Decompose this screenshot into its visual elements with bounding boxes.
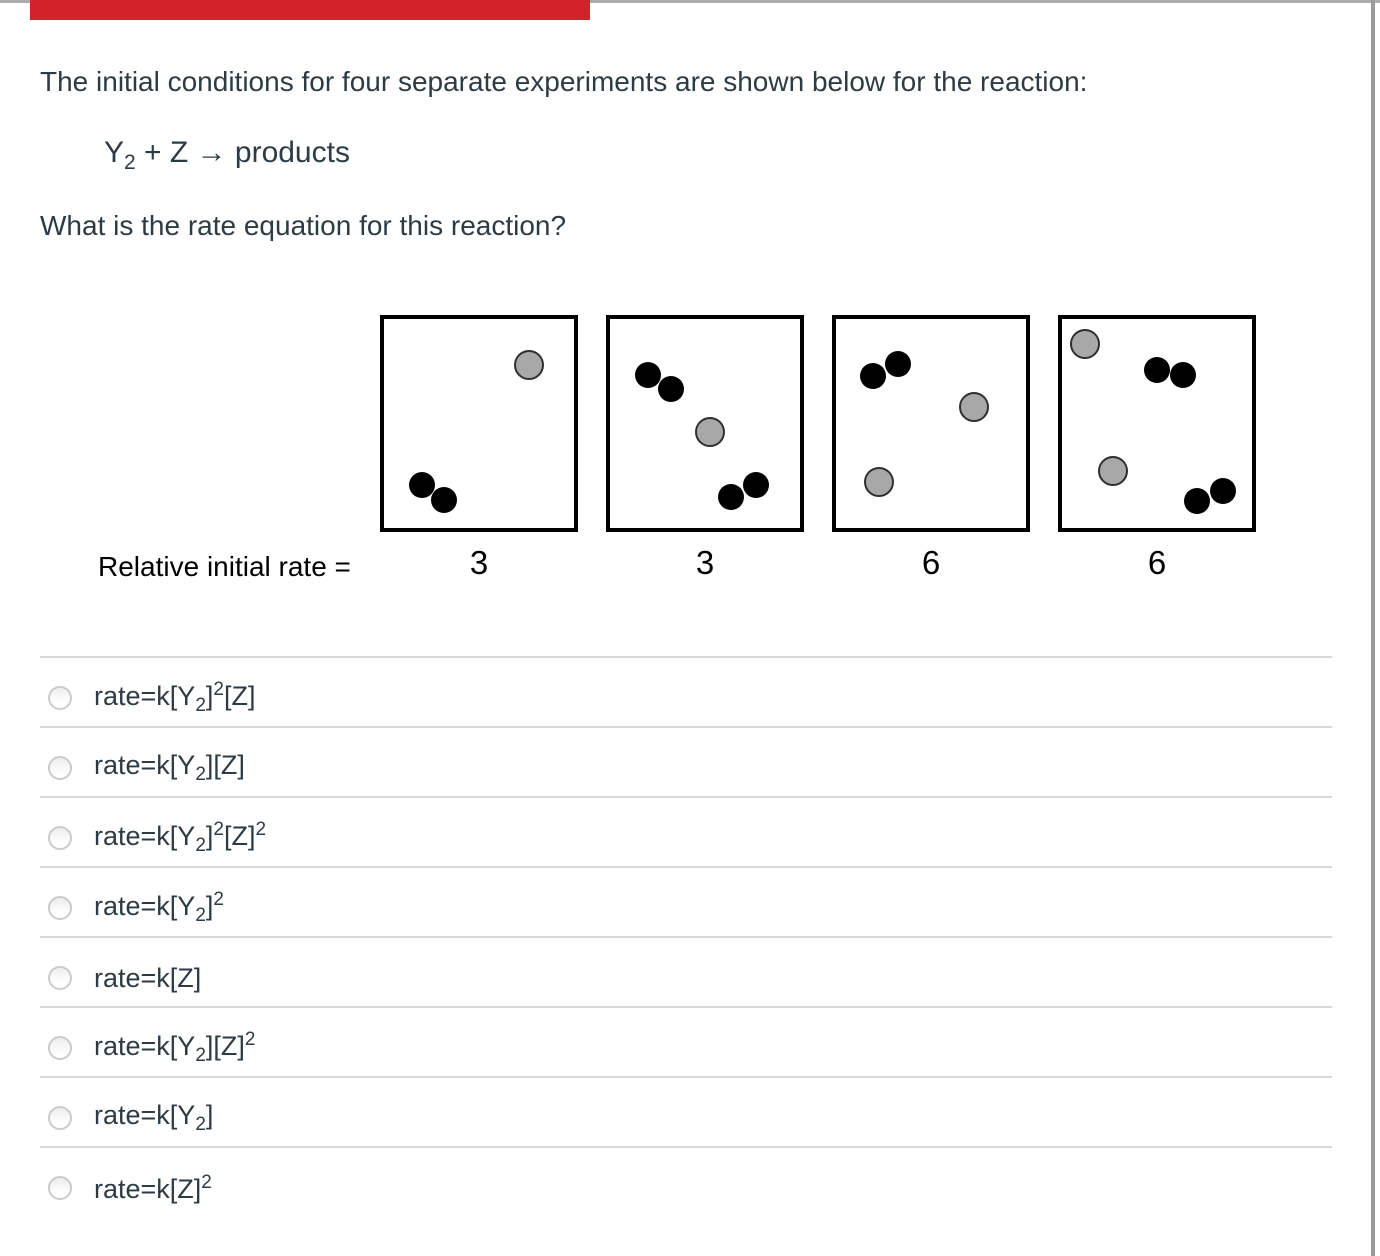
answer-option-label[interactable]: rate=k[Y2]2[Z]2 bbox=[94, 819, 267, 856]
answer-option-label[interactable]: rate=k[Y2]2 bbox=[94, 889, 224, 926]
y2-molecule-atom bbox=[658, 376, 684, 402]
y2-molecule-atom bbox=[431, 487, 457, 513]
y2-molecule-atom bbox=[409, 472, 435, 498]
y2-molecule-atom bbox=[1184, 488, 1210, 514]
answer-option-row[interactable]: rate=k[Y2] bbox=[40, 1076, 1332, 1146]
experiment-box bbox=[606, 315, 804, 532]
experiment-boxes: 3 3 6 6 bbox=[380, 315, 1256, 582]
reaction-equation: Y2 + Z → products bbox=[104, 136, 350, 174]
y2-molecule-atom bbox=[635, 362, 661, 388]
answer-option-row[interactable]: rate=k[Y2][Z] bbox=[40, 726, 1332, 796]
radio-button-icon[interactable] bbox=[48, 1036, 72, 1060]
radio-button-icon[interactable] bbox=[48, 1176, 72, 1200]
z-atom bbox=[1098, 456, 1128, 486]
top-border-line bbox=[0, 0, 1380, 3]
z-atom bbox=[1070, 329, 1100, 359]
y2-molecule-atom bbox=[743, 472, 769, 498]
radio-button-icon[interactable] bbox=[48, 756, 72, 780]
y2-molecule-atom bbox=[1170, 362, 1196, 388]
answer-option-label[interactable]: rate=k[Y2]2[Z] bbox=[94, 679, 256, 716]
answer-option-row[interactable]: rate=k[Y2]2 bbox=[40, 866, 1332, 936]
answer-option-label[interactable]: rate=k[Y2][Z]2 bbox=[94, 1029, 256, 1066]
experiment-box bbox=[1058, 315, 1256, 532]
radio-button-icon[interactable] bbox=[48, 826, 72, 850]
progress-bar bbox=[30, 0, 590, 20]
z-atom bbox=[695, 417, 725, 447]
question-intro-text: The initial conditions for four separate… bbox=[40, 66, 1088, 97]
z-atom bbox=[514, 350, 544, 380]
radio-button-icon[interactable] bbox=[48, 896, 72, 920]
radio-button-icon[interactable] bbox=[48, 966, 72, 990]
y2-molecule-atom bbox=[718, 484, 744, 510]
answer-option-row[interactable]: rate=k[Y2][Z]2 bbox=[40, 1006, 1332, 1076]
y2-molecule-atom bbox=[1210, 478, 1236, 504]
answer-option-row[interactable]: rate=k[Y2]2[Z] bbox=[40, 656, 1332, 726]
rate-value: 6 bbox=[921, 544, 941, 581]
rate-value: 6 bbox=[1147, 544, 1167, 581]
experiment-box-wrap: 3 bbox=[606, 315, 804, 582]
experiment-box bbox=[380, 315, 578, 532]
answer-options-list: rate=k[Y2]2[Z] rate=k[Y2][Z] rate=k[Y2]2… bbox=[40, 656, 1332, 1216]
answer-option-row[interactable]: rate=k[Z] bbox=[40, 936, 1332, 1006]
z-atom bbox=[959, 392, 989, 422]
answer-option-label[interactable]: rate=k[Z]2 bbox=[94, 1171, 212, 1204]
y2-molecule-atom bbox=[860, 363, 886, 389]
answer-option-row[interactable]: rate=k[Z]2 bbox=[40, 1146, 1332, 1216]
y2-molecule-atom bbox=[1144, 357, 1170, 383]
rate-value: 3 bbox=[469, 544, 489, 581]
experiment-box bbox=[832, 315, 1030, 532]
radio-button-icon[interactable] bbox=[48, 686, 72, 710]
experiment-box-wrap: 3 bbox=[380, 315, 578, 582]
answer-option-label[interactable]: rate=k[Z] bbox=[94, 962, 202, 993]
y2-molecule-atom bbox=[885, 351, 911, 377]
radio-button-icon[interactable] bbox=[48, 1106, 72, 1130]
answer-option-row[interactable]: rate=k[Y2]2[Z]2 bbox=[40, 796, 1332, 866]
z-atom bbox=[864, 467, 894, 497]
rate-value: 3 bbox=[695, 544, 715, 581]
answer-option-label[interactable]: rate=k[Y2][Z] bbox=[94, 750, 245, 785]
experiment-box-wrap: 6 bbox=[832, 315, 1030, 582]
window-right-border bbox=[1371, 0, 1375, 1256]
relative-rate-label: Relative initial rate = bbox=[98, 551, 351, 582]
experiment-box-wrap: 6 bbox=[1058, 315, 1256, 582]
answer-option-label[interactable]: rate=k[Y2] bbox=[94, 1100, 214, 1135]
question-prompt-text: What is the rate equation for this react… bbox=[40, 210, 567, 241]
